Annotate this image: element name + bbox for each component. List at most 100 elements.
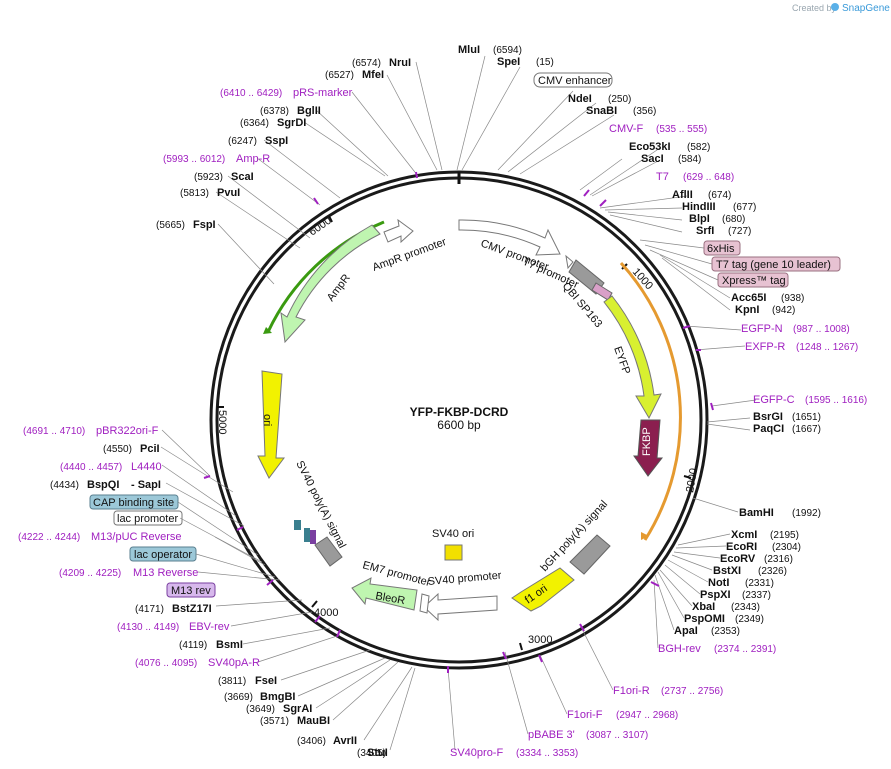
svg-text:FspI: FspI: [193, 219, 216, 231]
svg-text:(674): (674): [708, 190, 731, 201]
svg-text:NdeI: NdeI: [568, 93, 592, 105]
svg-text:(4434): (4434): [50, 480, 79, 491]
svg-text:(6247): (6247): [228, 136, 257, 147]
boxed-label-lac-operator: lac operator: [129, 546, 197, 562]
site-fspi: (5665)FspI: [156, 219, 216, 231]
svg-text:M13 Reverse: M13 Reverse: [133, 567, 198, 579]
tick-5000: 5000: [216, 410, 228, 434]
svg-text:BstZ17I: BstZ17I: [172, 603, 212, 615]
primer-prs-marker: (6410 .. 6429)pRS-marker: [220, 87, 353, 99]
svg-text:(3087 .. 3107): (3087 .. 3107): [586, 730, 648, 741]
svg-text:(6410 .. 6429): (6410 .. 6429): [220, 88, 282, 99]
svg-text:(15): (15): [536, 57, 554, 68]
svg-text:SpeI: SpeI: [497, 56, 520, 68]
svg-text:Eco53kI: Eco53kI: [629, 141, 671, 153]
svg-text:(2337): (2337): [742, 590, 771, 601]
feature-label-ori: ori: [261, 414, 273, 426]
sv40-promoter-arrow: [423, 592, 498, 622]
lac-feature-1: [294, 520, 301, 530]
svg-text:(4119): (4119): [179, 640, 207, 651]
svg-text:(987 .. 1008): (987 .. 1008): [793, 324, 850, 335]
site-xcmi: XcmI(2195): [731, 529, 799, 541]
primer-l4440: (4440 .. 4457)L4440: [60, 461, 162, 473]
site-bglii: (6378)BglII: [260, 105, 321, 117]
svg-text:(2331): (2331): [745, 578, 774, 589]
ampr-orf-arrowhead: [263, 327, 272, 334]
svg-text:(250): (250): [608, 94, 631, 105]
primer-sv40pro-f: SV40pro-F(3334 .. 3353): [450, 747, 578, 759]
svg-text:AflII: AflII: [672, 189, 693, 201]
svg-text:(3406): (3406): [297, 736, 326, 747]
primer-exfp-r: EXFP-R(1248 .. 1267): [745, 341, 858, 353]
svg-text:(6594): (6594): [493, 45, 522, 56]
svg-text:(4440 .. 4457): (4440 .. 4457): [60, 462, 122, 473]
svg-text:FseI: FseI: [255, 675, 277, 687]
svg-text:(3649): (3649): [246, 704, 275, 715]
svg-text:(680): (680): [722, 214, 745, 225]
svg-text:(2326): (2326): [758, 566, 787, 577]
site-xbai: XbaI(2343): [692, 601, 760, 613]
svg-text:CMV enhancer: CMV enhancer: [538, 75, 612, 87]
primer-f1ori-r: F1ori-R(2737 .. 2756): [613, 685, 723, 697]
svg-text:- SapI: - SapI: [131, 479, 161, 491]
site-mlui: MluI (6594): [458, 44, 522, 56]
svg-text:BsrGI: BsrGI: [753, 411, 783, 423]
feature-label-ampr-promoter: AmpR promoter: [371, 236, 448, 274]
primer-pbr322ori-f: (4691 .. 4710)pBR322ori-F: [23, 425, 159, 437]
site-scai: (5923)ScaI: [194, 171, 254, 183]
svg-text:(2316): (2316): [764, 554, 793, 565]
svg-text:(5993 .. 6012): (5993 .. 6012): [163, 154, 225, 165]
feature-label-bleor: BleoR: [374, 590, 406, 607]
svg-text:SV40pro-F: SV40pro-F: [450, 747, 503, 759]
svg-text:Xpress™ tag: Xpress™ tag: [722, 275, 786, 287]
primer-f1ori-f: F1ori-F(2947 .. 2968): [567, 709, 678, 721]
site-hindiii: HindIII(677): [682, 201, 756, 213]
svg-text:BspQI: BspQI: [87, 479, 119, 491]
svg-text:SnaBI: SnaBI: [586, 105, 617, 117]
site-sgrdi: (6364)SgrDI: [240, 117, 306, 129]
orf-arrowhead: [641, 532, 649, 540]
site-bmgbi: (3669)BmgBI: [224, 691, 295, 703]
svg-text:Acc65I: Acc65I: [731, 292, 766, 304]
svg-text:BGH-rev: BGH-rev: [658, 643, 701, 655]
boxed-label-cap-binding-site: CAP binding site: [89, 494, 179, 510]
svg-text:SV40pA-R: SV40pA-R: [208, 657, 260, 669]
svg-text:MluI: MluI: [458, 44, 480, 56]
svg-text:F1ori-R: F1ori-R: [613, 685, 650, 697]
feature-label-fkbp: FKBP: [641, 427, 653, 456]
svg-text:(938): (938): [781, 293, 804, 304]
svg-text:SgrAI: SgrAI: [283, 703, 312, 715]
primer-m13-reverse: (4209 .. 4225)M13 Reverse: [59, 567, 198, 579]
tick-4000: 4000: [314, 607, 338, 619]
site-mfei: (6527)MfeI: [325, 69, 384, 81]
svg-text:(1651): (1651): [792, 412, 821, 423]
svg-text:PspXI: PspXI: [700, 589, 731, 601]
svg-text:EBV-rev: EBV-rev: [189, 621, 230, 633]
svg-text:SgrDI: SgrDI: [277, 117, 306, 129]
site-sspi: (6247)SspI: [228, 135, 288, 147]
svg-text:pBABE 3': pBABE 3': [528, 729, 575, 741]
site-nrui: (6574)NruI: [352, 57, 411, 69]
ori-arrow: [257, 370, 285, 479]
boxed-label-cmv-enhancer: CMV enhancer: [533, 72, 613, 88]
svg-text:MfeI: MfeI: [362, 69, 384, 81]
em7-promoter-arrow: [419, 593, 430, 614]
svg-text:CAP binding site: CAP binding site: [93, 497, 174, 509]
site-ecorv: EcoRV(2316): [720, 553, 793, 565]
site-aflii: AflII (674): [672, 189, 731, 201]
svg-text:M13 rev: M13 rev: [171, 585, 211, 597]
site-noti: NotI(2331): [708, 577, 774, 589]
boxed-label-t7-tag: T7 tag (gene 10 leader): [711, 256, 841, 272]
svg-text:(356): (356): [633, 106, 656, 117]
svg-text:EGFP-C: EGFP-C: [753, 394, 795, 406]
site-acc65i: Acc65I (938): [731, 292, 804, 304]
svg-text:SacI: SacI: [641, 153, 664, 165]
site-stui: (3405)StuI: [357, 747, 388, 759]
primer-m13-puc-reverse: (4222 .. 4244)M13/pUC Reverse: [18, 531, 181, 543]
svg-text:SrfI: SrfI: [696, 225, 714, 237]
site-srfi: SrfI(727): [696, 225, 751, 237]
site-pcii: (4550)PciI: [103, 443, 160, 455]
svg-text:(584): (584): [678, 154, 701, 165]
site-bamhi: BamHI(1992): [739, 507, 821, 519]
